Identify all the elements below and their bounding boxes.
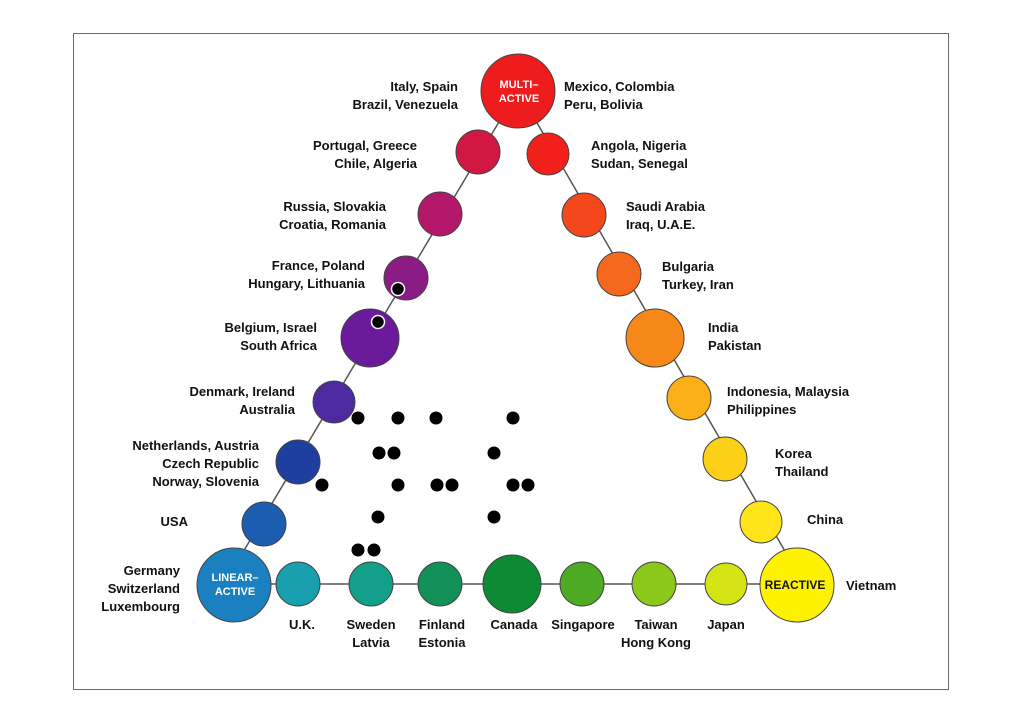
dot-2 [351,411,365,425]
node-right-4 [625,308,685,368]
dot-14 [521,478,535,492]
label-usa: USA [160,514,188,529]
dot-10 [391,478,405,492]
node-bottom-3 [482,554,542,614]
dot-5 [506,411,520,425]
node-right-3 [596,251,642,297]
dot-0 [390,281,406,297]
dot-11 [430,478,444,492]
label-singapore: Singapore [551,617,615,632]
label-japan: Japan [707,617,745,632]
linear-active-corner-label: LINEAR– ACTIVE [197,571,273,599]
multi-active-line2: ACTIVE [498,93,540,105]
node-bottom-1 [348,561,394,607]
country-nodes [196,53,835,623]
diagram-frame: MULTI– ACTIVE LINEAR– ACTIVE REACTIVE It… [73,33,949,690]
dot-13 [506,478,520,492]
dot-16 [487,510,501,524]
node-right-5 [666,375,712,421]
dot-4 [429,411,443,425]
multi-active-line1: MULTI– [499,79,539,91]
reactive-corner-label: REACTIVE [754,578,836,592]
dot-12 [445,478,459,492]
dot-3 [391,411,405,425]
node-left-6 [275,439,321,485]
linear-active-line2: ACTIVE [214,586,256,598]
node-left-3 [383,255,429,301]
node-left-7 [241,501,287,547]
corner-multi-active [480,53,556,129]
label-canada: Canada [490,617,538,632]
dot-1 [370,314,386,330]
cultural-types-triangle [196,53,835,623]
dot-8 [487,446,501,460]
dot-9 [315,478,329,492]
label-uk: U.K. [289,617,315,632]
node-bottom-5 [631,561,677,607]
dot-6 [372,446,386,460]
reactive-line1: REACTIVE [764,578,826,592]
node-right-6 [702,436,748,482]
node-left-1 [455,129,501,175]
corner-reactive [759,547,835,623]
dot-17 [351,543,365,557]
corner-linear-active [196,547,272,623]
node-bottom-0 [275,561,321,607]
node-bottom-4 [559,561,605,607]
dot-7 [387,446,401,460]
node-right-1 [526,132,570,176]
dot-18 [367,543,381,557]
node-bottom-6 [704,562,748,606]
node-left-5 [312,380,356,424]
linear-active-line1: LINEAR– [211,572,259,584]
node-right-7 [739,500,783,544]
scatter-dots [315,281,535,557]
node-left-4 [340,308,400,368]
label-vietnam: Vietnam [846,578,897,593]
node-left-2 [417,191,463,237]
multi-active-corner-label: MULTI– ACTIVE [484,78,554,106]
node-right-2 [561,192,607,238]
label-china: China [807,512,844,527]
node-bottom-2 [417,561,463,607]
dot-15 [371,510,385,524]
